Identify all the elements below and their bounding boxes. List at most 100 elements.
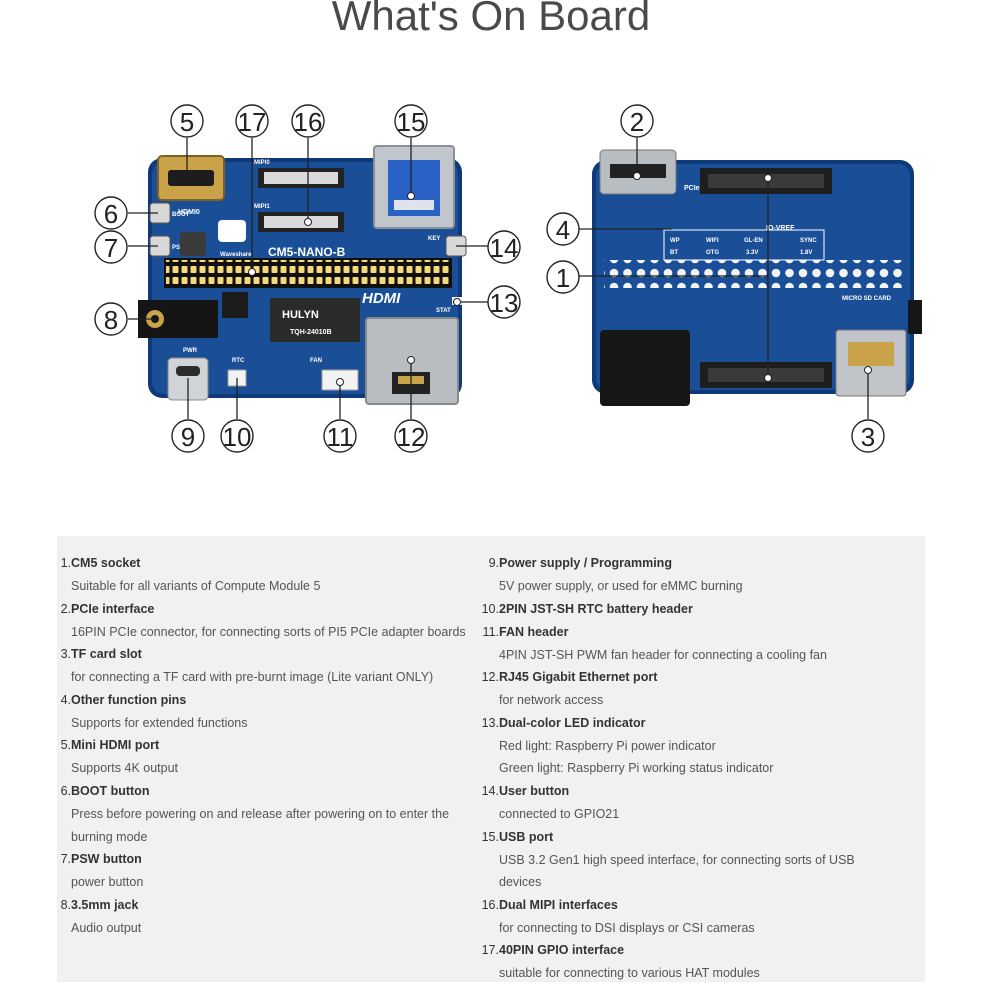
pin-wifi: WIFI <box>706 238 719 244</box>
boot-silk: BOOT <box>172 212 190 218</box>
dot-1a <box>764 174 772 182</box>
pcie-silk: PCIe <box>684 185 700 192</box>
svg-text:17: 17 <box>238 107 267 137</box>
description-item-text: Suitable for all variants of Compute Mod… <box>71 579 321 593</box>
svg-text:2: 2 <box>630 107 644 137</box>
description-item-text: USB 3.2 Gen1 high speed interface, for c… <box>499 852 855 867</box>
dot-11 <box>336 378 344 386</box>
description-item-number: 11. <box>482 624 499 639</box>
description-item-head: 8.3.5mm jack <box>57 894 482 917</box>
psw-silk: PSW <box>172 245 186 251</box>
description-item-text: connected to GPIO21 <box>499 806 620 821</box>
description-item-title: PCIe interface <box>71 601 155 616</box>
callout-17: 17 <box>235 104 269 138</box>
callout-10: 10 <box>220 419 254 453</box>
description-item-title: RJ45 Gigabit Ethernet port <box>499 670 658 685</box>
description-item-text: for network access <box>499 693 604 708</box>
pin-bt: BT <box>670 250 678 256</box>
description-item-title: 3.5mm jack <box>71 897 139 912</box>
callout-circles: 5 17 16 15 6 7 8 14 13 9 10 11 12 2 4 1 … <box>94 104 885 453</box>
svg-text:14: 14 <box>490 233 519 263</box>
description-item-text: Supports 4K output <box>71 761 179 776</box>
description-item-number: 17. <box>481 943 499 958</box>
description-item-title: CM5 socket <box>71 556 141 570</box>
function-pins: WP BT WIFI OTG GL-EN 3.3V IO-VREF SYNC 1… <box>663 225 825 261</box>
description-item-text: for connecting a TF card with pre-burnt … <box>71 670 434 685</box>
description-item-text: burning mode <box>71 829 148 844</box>
pin-3v3: 3.3V <box>746 250 758 256</box>
description-item-head: 2.PCIe interface <box>57 598 482 621</box>
description-item-title: Dual-color LED indicator <box>499 715 646 730</box>
description-item-title: Dual MIPI interfaces <box>499 897 618 912</box>
pmic-chip <box>222 292 248 318</box>
description-item-title: PSW button <box>71 852 142 867</box>
back-jack-body <box>600 330 690 406</box>
callout-8: 8 <box>94 302 128 336</box>
pcie-connector <box>599 149 677 195</box>
description-item-number: 2. <box>60 601 71 616</box>
stat-silk: STAT <box>436 308 451 314</box>
svg-text:5: 5 <box>180 107 194 137</box>
callout-15: 15 <box>394 104 428 138</box>
svg-text:13: 13 <box>490 288 519 318</box>
description-item-number: 14. <box>481 783 499 798</box>
svg-text:12: 12 <box>397 422 426 452</box>
pwr-silk: PWR <box>183 348 198 354</box>
chip-text: HULYN <box>282 309 319 321</box>
description-item-head: 6.BOOT button <box>57 780 482 803</box>
description-item-head: 11.FAN header <box>482 621 925 644</box>
pin-glen: GL-EN <box>744 238 763 244</box>
description-item-text: for connecting to DSI displays or CSI ca… <box>499 920 755 935</box>
description-item-number: 1. <box>60 556 71 570</box>
description-item-text: 16PIN PCIe connector, for connecting sor… <box>71 624 466 639</box>
description-item-head: 5.Mini HDMI port <box>57 734 482 757</box>
description-item-number: 5. <box>60 738 71 753</box>
description-item-title: 40PIN GPIO interface <box>499 943 625 958</box>
description-item-number: 16. <box>481 897 499 912</box>
callout-1: 1 <box>546 260 580 294</box>
svg-text:4: 4 <box>556 215 570 245</box>
hdmi0-silk: HDMI0 <box>178 209 200 216</box>
pin-wp: WP <box>670 238 680 244</box>
description-item-number: 9. <box>488 556 499 570</box>
pin-1v8: 1.8V <box>800 250 812 256</box>
callout-4: 4 <box>546 212 580 246</box>
sd-silk: MICRO SD CARD <box>842 296 892 302</box>
usb-port <box>373 145 455 229</box>
mipi-connectors <box>258 168 344 232</box>
dot-3 <box>864 366 872 374</box>
tf-card-slot <box>835 329 907 397</box>
svg-text:9: 9 <box>181 422 195 452</box>
chip-sub: TQH-24010B <box>290 329 332 336</box>
fan-silk: FAN <box>310 358 322 364</box>
description-item-title: USB port <box>499 829 554 844</box>
description-item-number: 3. <box>60 647 71 662</box>
callout-dots <box>248 172 872 386</box>
description-item-head: 3.TF card slot <box>57 643 482 666</box>
description-item-head: 17.40PIN GPIO interface <box>481 939 925 962</box>
gpio-header <box>164 258 452 288</box>
svg-text:11: 11 <box>327 422 354 452</box>
callout-11: 11 <box>323 419 357 453</box>
description-item-text: power button <box>71 875 144 890</box>
key-silk: KEY <box>428 236 440 242</box>
description-item-text: 4PIN JST-SH PWM fan header for connectin… <box>499 647 827 662</box>
callout-16: 16 <box>291 104 325 138</box>
description-item-text: Supports for extended functions <box>71 715 248 730</box>
description-item-number: 6. <box>60 783 71 798</box>
callout-lines <box>128 138 869 419</box>
svg-text:6: 6 <box>104 199 118 229</box>
description-item-head: 4.Other function pins <box>57 689 482 712</box>
description-item-title: Other function pins <box>71 692 187 707</box>
description-item-title: Mini HDMI port <box>71 738 160 753</box>
dot-1b <box>764 374 772 382</box>
